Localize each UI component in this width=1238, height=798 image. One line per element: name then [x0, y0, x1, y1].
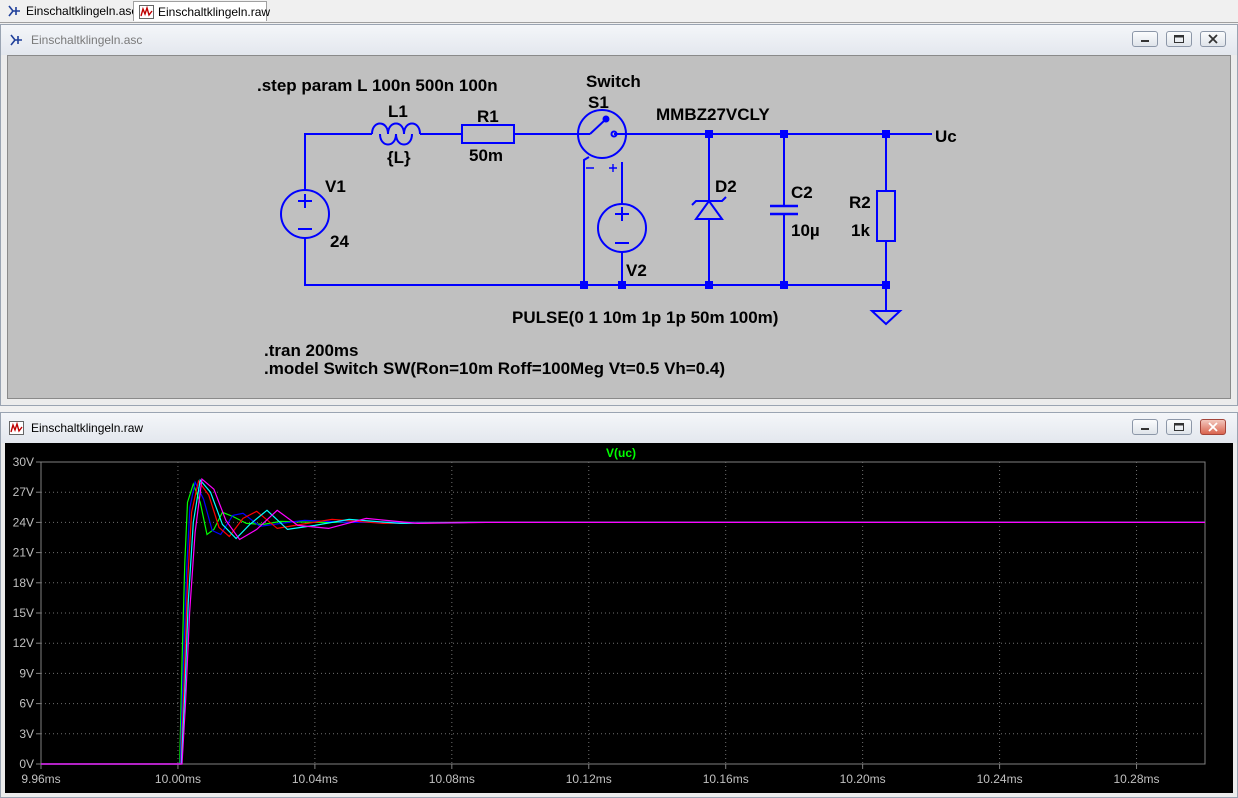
- y-tick-label: 27V: [13, 485, 34, 499]
- restore-icon: [1174, 423, 1184, 431]
- tran-directive[interactable]: .tran 200ms: [264, 341, 359, 360]
- capacitor-c2[interactable]: [770, 204, 798, 216]
- close-icon: [1208, 34, 1218, 44]
- y-tick-label: 3V: [19, 727, 34, 741]
- wires: [304, 133, 932, 311]
- series-line-3: [41, 479, 1205, 765]
- junction-dots: [580, 130, 890, 289]
- x-tick-label: 10.12ms: [566, 772, 612, 786]
- y-tick-label: 15V: [13, 606, 34, 620]
- switch-s1[interactable]: [577, 109, 627, 172]
- c2-value[interactable]: 10µ: [791, 221, 820, 240]
- restore-icon: [1174, 35, 1184, 43]
- maximize-button[interactable]: [1166, 31, 1192, 47]
- waveform-window: Einschaltklingeln.raw V(uc) 30V 27V 24V 21V…: [0, 412, 1238, 798]
- tab-waveform[interactable]: Einschaltklingeln.raw: [133, 1, 271, 21]
- d2-name[interactable]: D2: [715, 177, 737, 196]
- tab-waveform-label: Einschaltklingeln.raw: [158, 5, 271, 19]
- minimize-button[interactable]: [1132, 31, 1158, 47]
- schematic-icon: [8, 5, 20, 17]
- ground-symbol[interactable]: [869, 310, 903, 326]
- v1-name[interactable]: V1: [325, 177, 346, 196]
- l1-name[interactable]: L1: [388, 102, 408, 121]
- resistor-r2[interactable]: [876, 190, 896, 242]
- document-tab-bar: Einschaltklingeln.asc Einschaltklingeln.…: [0, 0, 1238, 23]
- y-tick-label: 21V: [13, 546, 34, 560]
- waveform-chart[interactable]: V(uc) 30V 27V 24V 21V 18V 15V 12V 9V 6V 3V 0V9.96m…: [5, 443, 1233, 793]
- schematic-titlebar[interactable]: Einschaltklingeln.asc: [1, 25, 1237, 55]
- waveform-icon: [139, 5, 154, 19]
- x-tick-label: 10.08ms: [429, 772, 475, 786]
- close-button[interactable]: [1200, 419, 1226, 435]
- r2-value[interactable]: 1k: [851, 221, 870, 240]
- y-tick-label: 30V: [13, 455, 34, 469]
- minimize-icon: [1141, 428, 1149, 430]
- maximize-button[interactable]: [1166, 419, 1192, 435]
- close-icon: [1208, 422, 1218, 432]
- x-tick-label: 10.00ms: [155, 772, 201, 786]
- series-line-2: [41, 480, 1205, 765]
- x-tick-label: 10.20ms: [840, 772, 886, 786]
- schematic-icon: [10, 34, 22, 46]
- waveform-icon: [9, 421, 24, 435]
- schematic-window: Einschaltklingeln.asc: [0, 24, 1238, 406]
- step-directive[interactable]: .step param L 100n 500n 100n: [257, 76, 498, 95]
- voltage-source-v2[interactable]: [597, 203, 647, 253]
- d2-model[interactable]: MMBZ27VCLY: [656, 105, 770, 124]
- y-tick-label: 18V: [13, 576, 34, 590]
- net-label-uc[interactable]: Uc: [935, 127, 957, 146]
- tab-schematic[interactable]: Einschaltklingeln.asc: [2, 1, 137, 21]
- x-tick-label: 10.28ms: [1114, 772, 1160, 786]
- v2-name[interactable]: V2: [626, 261, 647, 280]
- zener-diode-d2[interactable]: [691, 196, 727, 220]
- x-tick-label: 9.96ms: [21, 772, 60, 786]
- y-tick-label: 0V: [19, 757, 34, 771]
- chart-title[interactable]: V(uc): [606, 446, 636, 460]
- s1-name[interactable]: S1: [588, 93, 609, 112]
- waveform-window-title: Einschaltklingeln.raw: [31, 421, 144, 435]
- schematic-canvas[interactable]: .step param L 100n 500n 100n L1 {L} R1 5…: [7, 55, 1231, 399]
- y-tick-label: 9V: [19, 666, 34, 680]
- x-tick-label: 10.04ms: [292, 772, 338, 786]
- resistor-r1[interactable]: [461, 124, 515, 144]
- r1-name[interactable]: R1: [477, 107, 499, 126]
- l1-value[interactable]: {L}: [387, 148, 411, 167]
- y-tick-label: 12V: [13, 636, 34, 650]
- r2-name[interactable]: R2: [849, 193, 871, 212]
- v1-value[interactable]: 24: [330, 232, 349, 251]
- minimize-icon: [1141, 40, 1149, 42]
- inductor-l1[interactable]: [368, 122, 432, 146]
- model-directive[interactable]: .model Switch SW(Ron=10m Roff=100Meg Vt=…: [264, 359, 725, 378]
- series-line-1: [41, 482, 1205, 765]
- voltage-source-v1[interactable]: [280, 189, 330, 239]
- close-button[interactable]: [1200, 31, 1226, 47]
- x-tick-label: 10.16ms: [703, 772, 749, 786]
- s1-model[interactable]: Switch: [586, 72, 641, 91]
- v2-value[interactable]: PULSE(0 1 10m 1p 1p 50m 100m): [512, 308, 778, 327]
- x-tick-label: 10.24ms: [977, 772, 1023, 786]
- waveform-titlebar[interactable]: Einschaltklingeln.raw: [1, 413, 1237, 443]
- series-line-4: [41, 478, 1205, 765]
- schematic-window-title: Einschaltklingeln.asc: [31, 33, 143, 47]
- series-line-5: [41, 477, 1205, 765]
- y-tick-label: 6V: [19, 697, 34, 711]
- tab-schematic-label: Einschaltklingeln.asc: [26, 4, 138, 18]
- r1-value[interactable]: 50m: [469, 146, 503, 165]
- y-tick-label: 24V: [13, 515, 34, 529]
- minimize-button[interactable]: [1132, 419, 1158, 435]
- c2-name[interactable]: C2: [791, 183, 813, 202]
